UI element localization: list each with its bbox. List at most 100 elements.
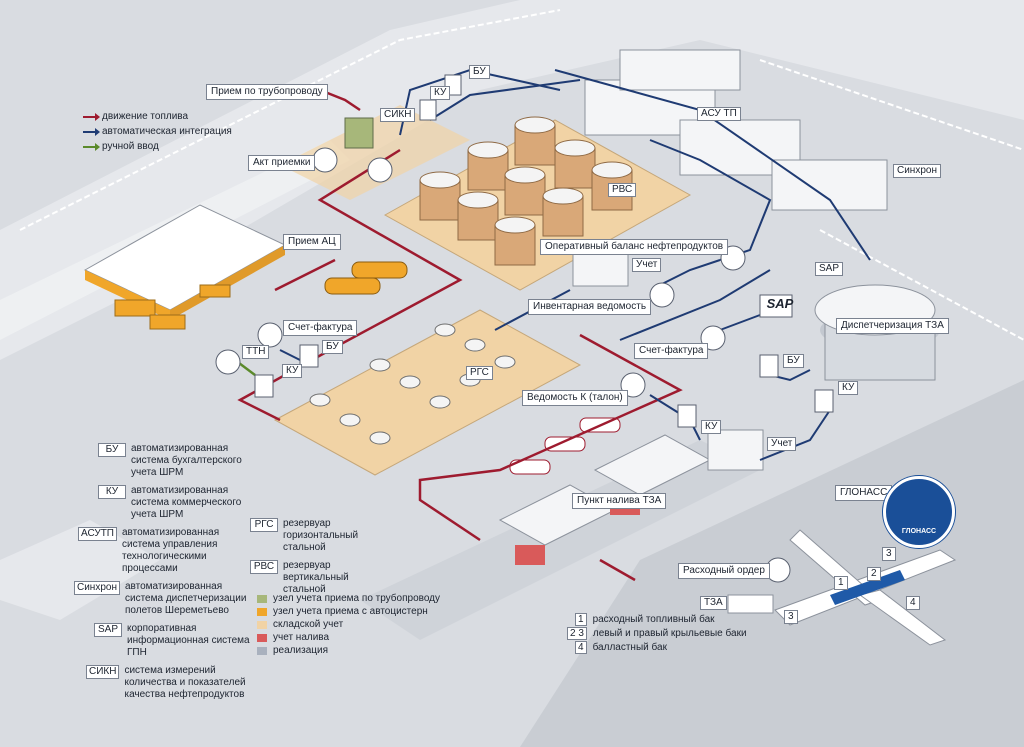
zone-warehouse: складской учет [257, 618, 440, 631]
zone-filling: учет налива [257, 631, 440, 644]
zone-trucks-swatch [257, 607, 267, 616]
sinhron-tag: Синхрон [893, 164, 941, 178]
inventory-label: Инвентарная ведомость [528, 299, 652, 315]
flow-legend-manual: ручной ввод [83, 139, 232, 154]
sikn-tag: СИКН [380, 108, 416, 122]
rgs-tag: РГС [466, 366, 493, 380]
asutp-racks [584, 49, 801, 176]
bu-top-tag: БУ [469, 65, 490, 79]
fences [19, 9, 1024, 341]
aircraft-tank-1-num: 1 [575, 612, 587, 626]
zone-sales-text: реализация [273, 645, 328, 656]
aircraft-tank-4-num: 4 [575, 640, 587, 654]
zone-legend: узел учета приема по трубопроводу узел у… [257, 592, 440, 657]
ku-mid-tag: КУ [701, 420, 722, 434]
accounting-building [707, 429, 764, 471]
aircraft-tank-4: 4 балластный бак [575, 640, 747, 654]
abbr-sikn-code: СИКН [86, 665, 120, 679]
ku-top-tag: КУ [430, 86, 451, 100]
abbr-asutp-code: АСУТП [78, 527, 117, 541]
pipeline-intake-zone [280, 105, 470, 200]
plane-tank-3a: 3 [882, 547, 896, 561]
abbr-bu-code: БУ [98, 443, 126, 457]
zone-sales-swatch [257, 646, 267, 655]
tza-truck [727, 594, 774, 614]
manual-arrow-icon [83, 142, 100, 151]
aircraft-tank-23-text: левый и правый крыльевые баки [592, 627, 747, 639]
aircraft-tank-legend: 1 расходный топливный бак 2 3 левый и прав… [567, 612, 747, 654]
tank-legend-rvs-code: РВС [250, 560, 278, 574]
plane-tank-2: 2 [867, 567, 881, 581]
tanker-trucks [509, 417, 621, 475]
ku-left-tag: КУ [282, 364, 303, 378]
dispatch-label: Диспетчеризация ТЗА [836, 318, 949, 334]
abbr-ku-desc: автоматизированная система коммерческого… [131, 485, 242, 520]
tank-legend-rgs-code: РГС [250, 518, 278, 532]
abbr-bu-desc: автоматизированная система бухгалтерског… [131, 443, 242, 478]
plane-tank-3b: 3 [784, 610, 798, 624]
aircraft-tank-1: 1 расходный топливный бак [575, 612, 747, 626]
flow-legend-integration-text: автоматическая интеграция [102, 126, 232, 137]
abbr-sap-desc: корпоративная информационная система ГПН [127, 623, 250, 658]
tank-legend-rvs: РВС резервуар вертикальный стальной [250, 560, 363, 596]
tank-legend-rvs-desc: резервуар вертикальный стальной [283, 560, 349, 595]
rvs-tag: РВС [608, 183, 637, 197]
asutp-tag: АСУ ТП [697, 107, 741, 121]
zone-pipeline: узел учета приема по трубопроводу [257, 592, 440, 605]
ttn-tag: ТТН [242, 345, 270, 359]
airplane [774, 529, 957, 646]
akt-label: Акт приемки [248, 155, 316, 171]
op-balance-label: Оперативный баланс нефтепродуктов [540, 239, 729, 255]
bu-right-tag: БУ [783, 354, 804, 368]
zone-sales: реализация [257, 644, 440, 657]
zone-trucks: узел учета приема с автоцистерн [257, 605, 440, 618]
ku-right-tag: КУ [838, 381, 859, 395]
aircraft-tank-4-text: балластный бак [592, 641, 667, 653]
abbr-sinhron-code: Синхрон [74, 581, 120, 595]
abbr-ku: КУ автоматизированная система коммерческо… [98, 485, 264, 521]
aircraft-tank-23-num: 2 3 [567, 626, 587, 640]
punkt-label: Пункт налива ТЗА [572, 493, 667, 509]
priem-ac-label: Прием АЦ [283, 234, 341, 250]
aircraft-tank-23: 2 3 левый и правый крыльевые баки [567, 626, 747, 640]
sap-logo: SAP [766, 296, 794, 311]
order-label: Расходный ордер [678, 563, 770, 579]
glonass-label: ГЛОНАСС [835, 485, 893, 501]
integration-lines [279, 68, 871, 461]
abbr-sinhron: Синхрон автоматизированная система диспет… [74, 581, 264, 617]
rgs-zone [273, 309, 582, 476]
tank-type-legend: РГС резервуар горизонтальный стальной РВС… [250, 518, 363, 602]
plane-tank-1: 1 [834, 576, 848, 590]
abbr-bu: БУ автоматизированная система бухгалтерск… [98, 443, 264, 479]
zone-warehouse-text: складской учет [273, 619, 344, 630]
fuel-arrow-icon [83, 112, 100, 121]
schet-factura-left-label: Счет-фактура [283, 320, 358, 336]
truck-intake-station [83, 204, 287, 330]
flow-legend: движение топлива автоматическая интеграц… [83, 109, 232, 154]
sinhron-building [771, 159, 888, 211]
tank-legend-rgs-desc: резервуар горизонтальный стальной [283, 518, 359, 553]
accounting-building-top [572, 251, 629, 287]
schet-factura-right-label: Счет-фактура [634, 343, 709, 359]
zone-warehouse-swatch [257, 620, 267, 629]
glonass-logo: ГЛОНАСС [883, 476, 955, 548]
sikn-building [344, 117, 374, 149]
uchet-bottom-tag: Учет [767, 437, 797, 451]
document-icons [215, 74, 834, 583]
flow-legend-fuel: движение топлива [83, 109, 232, 124]
abbr-sinhron-desc: автоматизированная система диспетчеризац… [124, 581, 247, 616]
vedomost-label: Ведомость К (талон) [522, 390, 628, 406]
tza-tag: ТЗА [700, 596, 727, 610]
plane-tank-4: 4 [906, 596, 920, 610]
abbr-ku-code: КУ [98, 485, 126, 499]
pipeline-intake-label: Прием по трубопроводу [206, 84, 328, 100]
fuel-trucks [324, 261, 408, 295]
tank-legend-rgs: РГС резервуар горизонтальный стальной [250, 518, 363, 554]
zone-pipeline-swatch [257, 594, 267, 603]
sap-tag: SAP [815, 262, 844, 276]
aircraft-tank-1-text: расходный топливный бак [592, 613, 715, 625]
